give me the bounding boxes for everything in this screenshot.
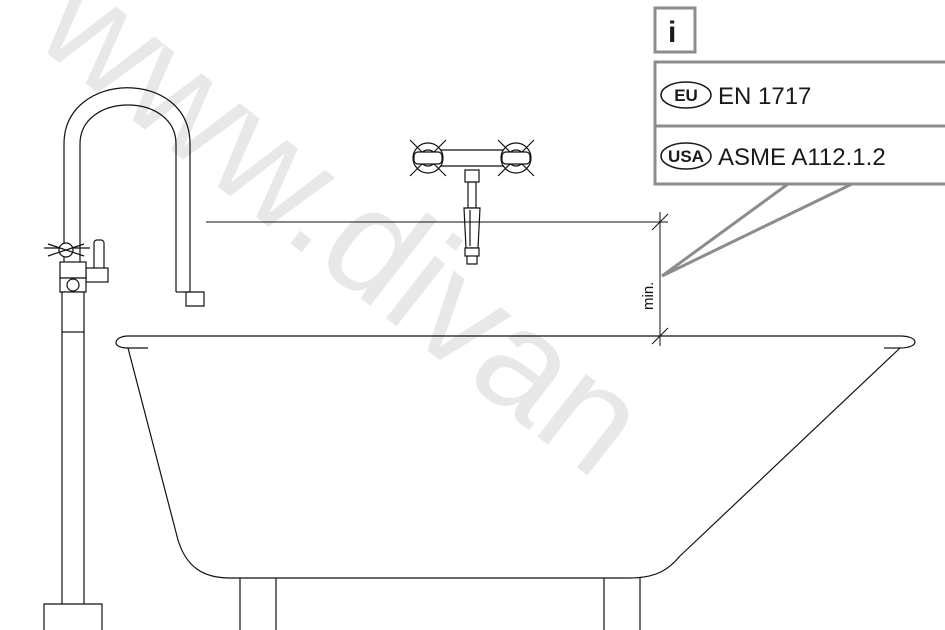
dimension-label: min. <box>640 282 657 310</box>
right-cross-handle <box>497 139 535 177</box>
info-icon-box <box>653 6 697 54</box>
usa-badge-icon <box>660 142 712 170</box>
wall-mixer-faucet <box>409 139 535 265</box>
usa-badge-label: USA <box>668 147 704 166</box>
bathtub <box>115 335 916 630</box>
eu-badge-label: EU <box>674 86 698 105</box>
minimum-gap-dimension: min. <box>206 212 669 346</box>
standard-row-eu: EU EN 1717 <box>660 81 811 110</box>
standard-row-usa: USA ASME A112.1.2 <box>660 142 886 171</box>
info-icon: i <box>668 16 676 49</box>
watermark: www.divan <box>10 0 679 507</box>
usa-standard: ASME A112.1.2 <box>718 144 886 171</box>
left-cross-handle <box>409 139 447 177</box>
eu-badge-icon <box>660 81 712 109</box>
freestanding-faucet <box>43 87 205 630</box>
info-callout: i EU EN 1717 USA ASME A112.1.2 <box>653 6 945 278</box>
eu-standard: EN 1717 <box>718 83 811 110</box>
